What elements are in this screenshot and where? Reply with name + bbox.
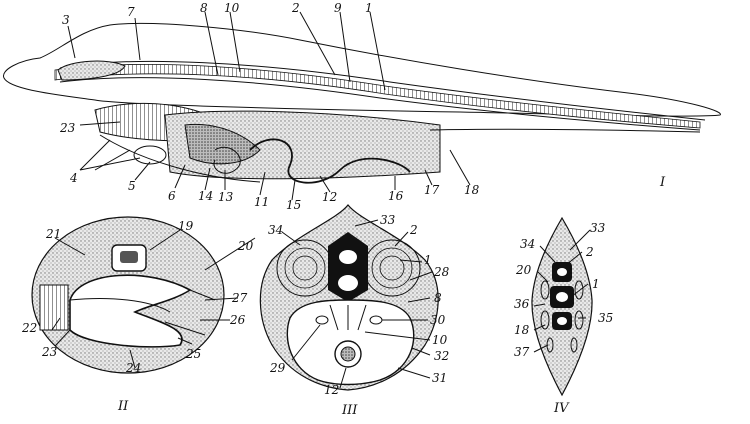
liver-caecum [184,123,261,165]
coelom-loop [213,146,241,174]
panel-label-1: I [659,175,666,190]
label-20: 20 [237,239,254,253]
label-18-tail: 18 [514,323,530,337]
label-31: 31 [432,371,447,385]
neural-tube-section [328,232,368,302]
panel-label-2: II [117,399,129,414]
label-23: 23 [59,121,76,135]
label-1-section: 1 [424,253,432,267]
label-14: 14 [198,189,213,203]
label-5: 5 [128,179,136,193]
label-2-tail: 2 [585,245,594,259]
label-3: 3 [62,13,70,27]
label-19: 19 [178,219,194,233]
label-11: 11 [254,195,269,209]
label-10: 10 [224,1,240,15]
label-36: 36 [514,297,530,311]
label-2: 2 [291,1,300,15]
label-7: 7 [127,5,135,19]
mouth-cirri [133,145,167,165]
label-6: 6 [168,189,176,203]
label-28: 28 [433,265,450,279]
label-8-section: 8 [434,291,442,305]
label-33-tail: 33 [590,221,606,235]
label-1-tail: 1 [592,277,600,291]
label-18: 18 [464,183,480,197]
tail-section-panel: 33 34 2 20 1 36 35 18 37 IV [514,216,613,416]
fin-ray-line [429,128,701,133]
label-33: 33 [380,213,396,227]
label-1: 1 [365,1,373,15]
label-2-section: 2 [409,223,418,237]
label-35: 35 [598,311,613,325]
label-15: 15 [286,198,301,212]
label-13: 13 [218,190,234,204]
label-17: 17 [424,183,440,197]
panel-label-3: III [341,403,358,418]
label-20-tail: 20 [515,263,532,277]
label-12: 12 [322,190,337,204]
label-8: 8 [200,1,208,15]
label-27: 27 [231,291,248,305]
gill-bars [39,284,69,331]
panel-label-4: IV [553,401,570,416]
brain-vesicle [57,60,126,81]
label-12-section: 12 [324,383,339,397]
pharynx-section-panel: 21 19 20 27 26 25 24 22 23 II [21,216,256,414]
label-22: 22 [21,321,37,335]
label-29: 29 [269,361,286,375]
label-25: 25 [185,347,201,361]
intestine-loop [249,138,411,184]
label-24: 24 [125,361,141,375]
label-34-tail: 34 [520,237,535,251]
label-30: 30 [430,313,446,327]
label-21: 21 [45,227,61,241]
body-outline [3,22,721,117]
label-16: 16 [388,189,404,203]
label-23-section: 23 [41,345,58,359]
neural-tube [59,60,706,121]
label-4: 4 [69,171,78,185]
notochord-lower [59,77,701,131]
label-32: 32 [434,349,449,363]
label-34: 34 [268,223,283,237]
myotome-band [54,63,701,129]
endostyle [99,134,261,183]
label-37: 37 [514,345,530,359]
pharynx-cavity [69,274,192,348]
label-9: 9 [334,1,342,15]
intestine-section-panel: 33 34 2 1 28 8 30 10 32 31 29 12 III [259,204,450,418]
label-26: 26 [229,313,246,327]
label-10-section: 10 [432,333,448,347]
lateral-view-panel: 3 7 8 10 2 9 1 23 4 5 6 14 13 11 15 12 1… [3,1,721,212]
